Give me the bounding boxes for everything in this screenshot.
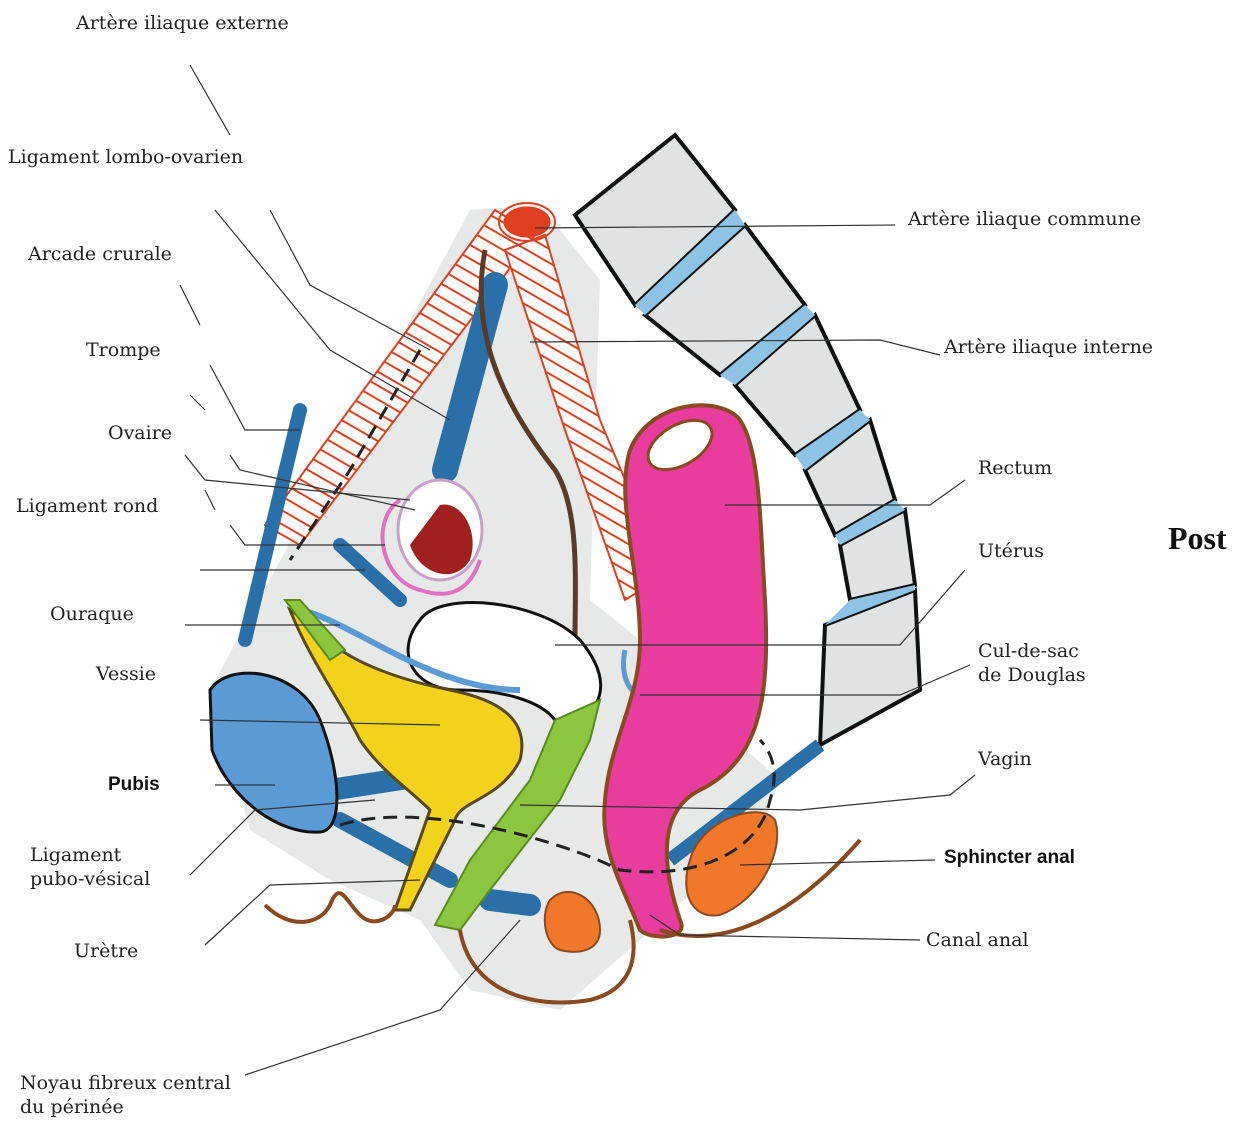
label-arteria-iliaque-externe: Artère iliaque externe	[76, 12, 289, 36]
label-ovaire: Ovaire	[108, 422, 172, 446]
vertebra-6	[820, 590, 920, 745]
label-ligament-lombo-ovarien: Ligament lombo-ovarien	[8, 146, 243, 170]
label-ouraque: Ouraque	[50, 603, 134, 627]
label-vagin: Vagin	[978, 748, 1032, 772]
label-pubis: Pubis	[108, 773, 160, 797]
label-cul-de-sac: Cul-de-sac de Douglas	[978, 640, 1086, 688]
label-noyau-fibreux: Noyau fibreux central du périnée	[20, 1072, 231, 1120]
label-arteria-iliaque-commune: Artère iliaque commune	[908, 208, 1141, 232]
label-vessie: Vessie	[96, 663, 156, 687]
label-arcade-crurale: Arcade crurale	[28, 243, 172, 267]
label-sphincter-anal: Sphincter anal	[944, 846, 1075, 870]
label-uterus: Utérus	[978, 540, 1044, 564]
label-trompe: Trompe	[86, 339, 161, 363]
common-iliac-artery-lumen	[505, 208, 549, 236]
label-uretre: Urètre	[74, 940, 138, 964]
label-arteria-iliaque-interne: Artère iliaque interne	[944, 336, 1153, 360]
label-ligament-rond: Ligament rond	[16, 495, 158, 519]
label-canal-anal: Canal anal	[926, 929, 1029, 953]
label-post: Post	[1168, 518, 1227, 558]
label-rectum: Rectum	[978, 457, 1052, 481]
label-ligament-pubo-vesical: Ligament pubo-vésical	[30, 844, 150, 892]
